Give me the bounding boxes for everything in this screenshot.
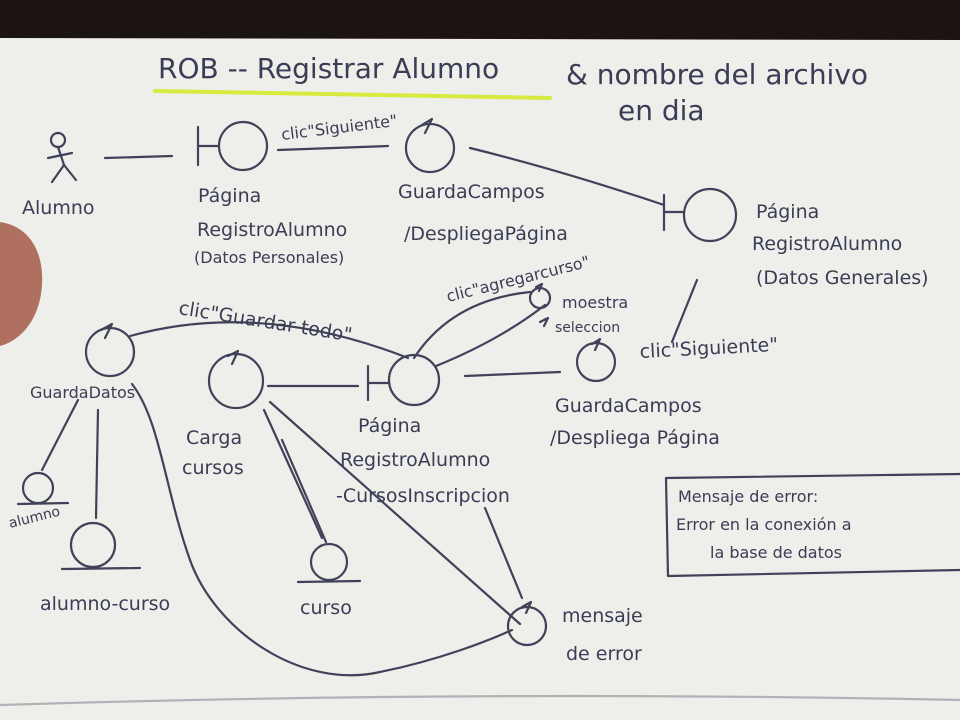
control-3-line1: moestra [562,293,628,312]
control-icon-4 [207,349,265,410]
control-2-line2: /Despliega Página [550,427,720,449]
control-6-line1: mensaje [562,605,643,627]
title-highlight [153,89,552,100]
entity-icon-alumno [16,471,70,506]
control-icon-5 [84,322,136,378]
boundary-1-line2: RegistroAlumno [197,219,347,241]
error-note-line1: Mensaje de error: [678,487,818,506]
control-3-line2: seleccion [555,320,620,336]
boundary-1-line3: (Datos Personales) [194,248,344,267]
boundary-icon-2 [662,187,738,243]
control-5-line1: GuardaDatos [30,383,135,402]
entity-icon-curso [296,542,362,584]
control-1-line1: GuardaCampos [398,181,545,203]
control-2-line1: GuardaCampos [555,395,702,417]
diagram-title: ROB -- Registrar Alumno [158,52,499,85]
paper-sheet [0,38,960,720]
boundary-1-line1: Página [198,185,261,207]
entity-curso-label: curso [300,597,352,619]
actor-label: Alumno [22,197,95,219]
actor-alumno [46,131,78,184]
paper-fold-line [0,694,960,707]
boundary-3-line3: -CursosInscripcion [336,485,510,507]
entity-alumno-curso-label: alumno-curso [40,593,170,615]
control-4-line2: cursos [182,457,244,479]
title-note-line1: & nombre del archivo [566,58,868,91]
error-note-line2: Error en la conexión a [676,515,852,534]
entity-icon-alumno-curso [60,521,142,571]
thumb-finger [0,222,43,346]
control-icon-1 [404,117,456,174]
control-icon-2 [575,337,617,383]
connection-lines [40,144,699,677]
title-note-line2: en dia [618,94,705,127]
control-4-line1: Carga [186,427,242,449]
boundary-icon-1 [196,120,269,172]
control-1-line2: /DespliegaPágina [404,223,568,245]
error-note-line3: la base de datos [710,543,842,562]
boundary-2-line3: (Datos Generales) [756,267,929,289]
boundary-icon-3 [366,353,441,407]
boundary-2-line1: Página [756,201,819,223]
boundary-3-line2: RegistroAlumno [340,449,490,471]
control-icon-6 [506,600,548,647]
boundary-3-line1: Página [358,415,421,437]
control-6-line2: de error [566,643,642,665]
control-icon-3 [528,282,552,310]
error-note-box [664,472,960,578]
boundary-2-line2: RegistroAlumno [752,233,902,255]
